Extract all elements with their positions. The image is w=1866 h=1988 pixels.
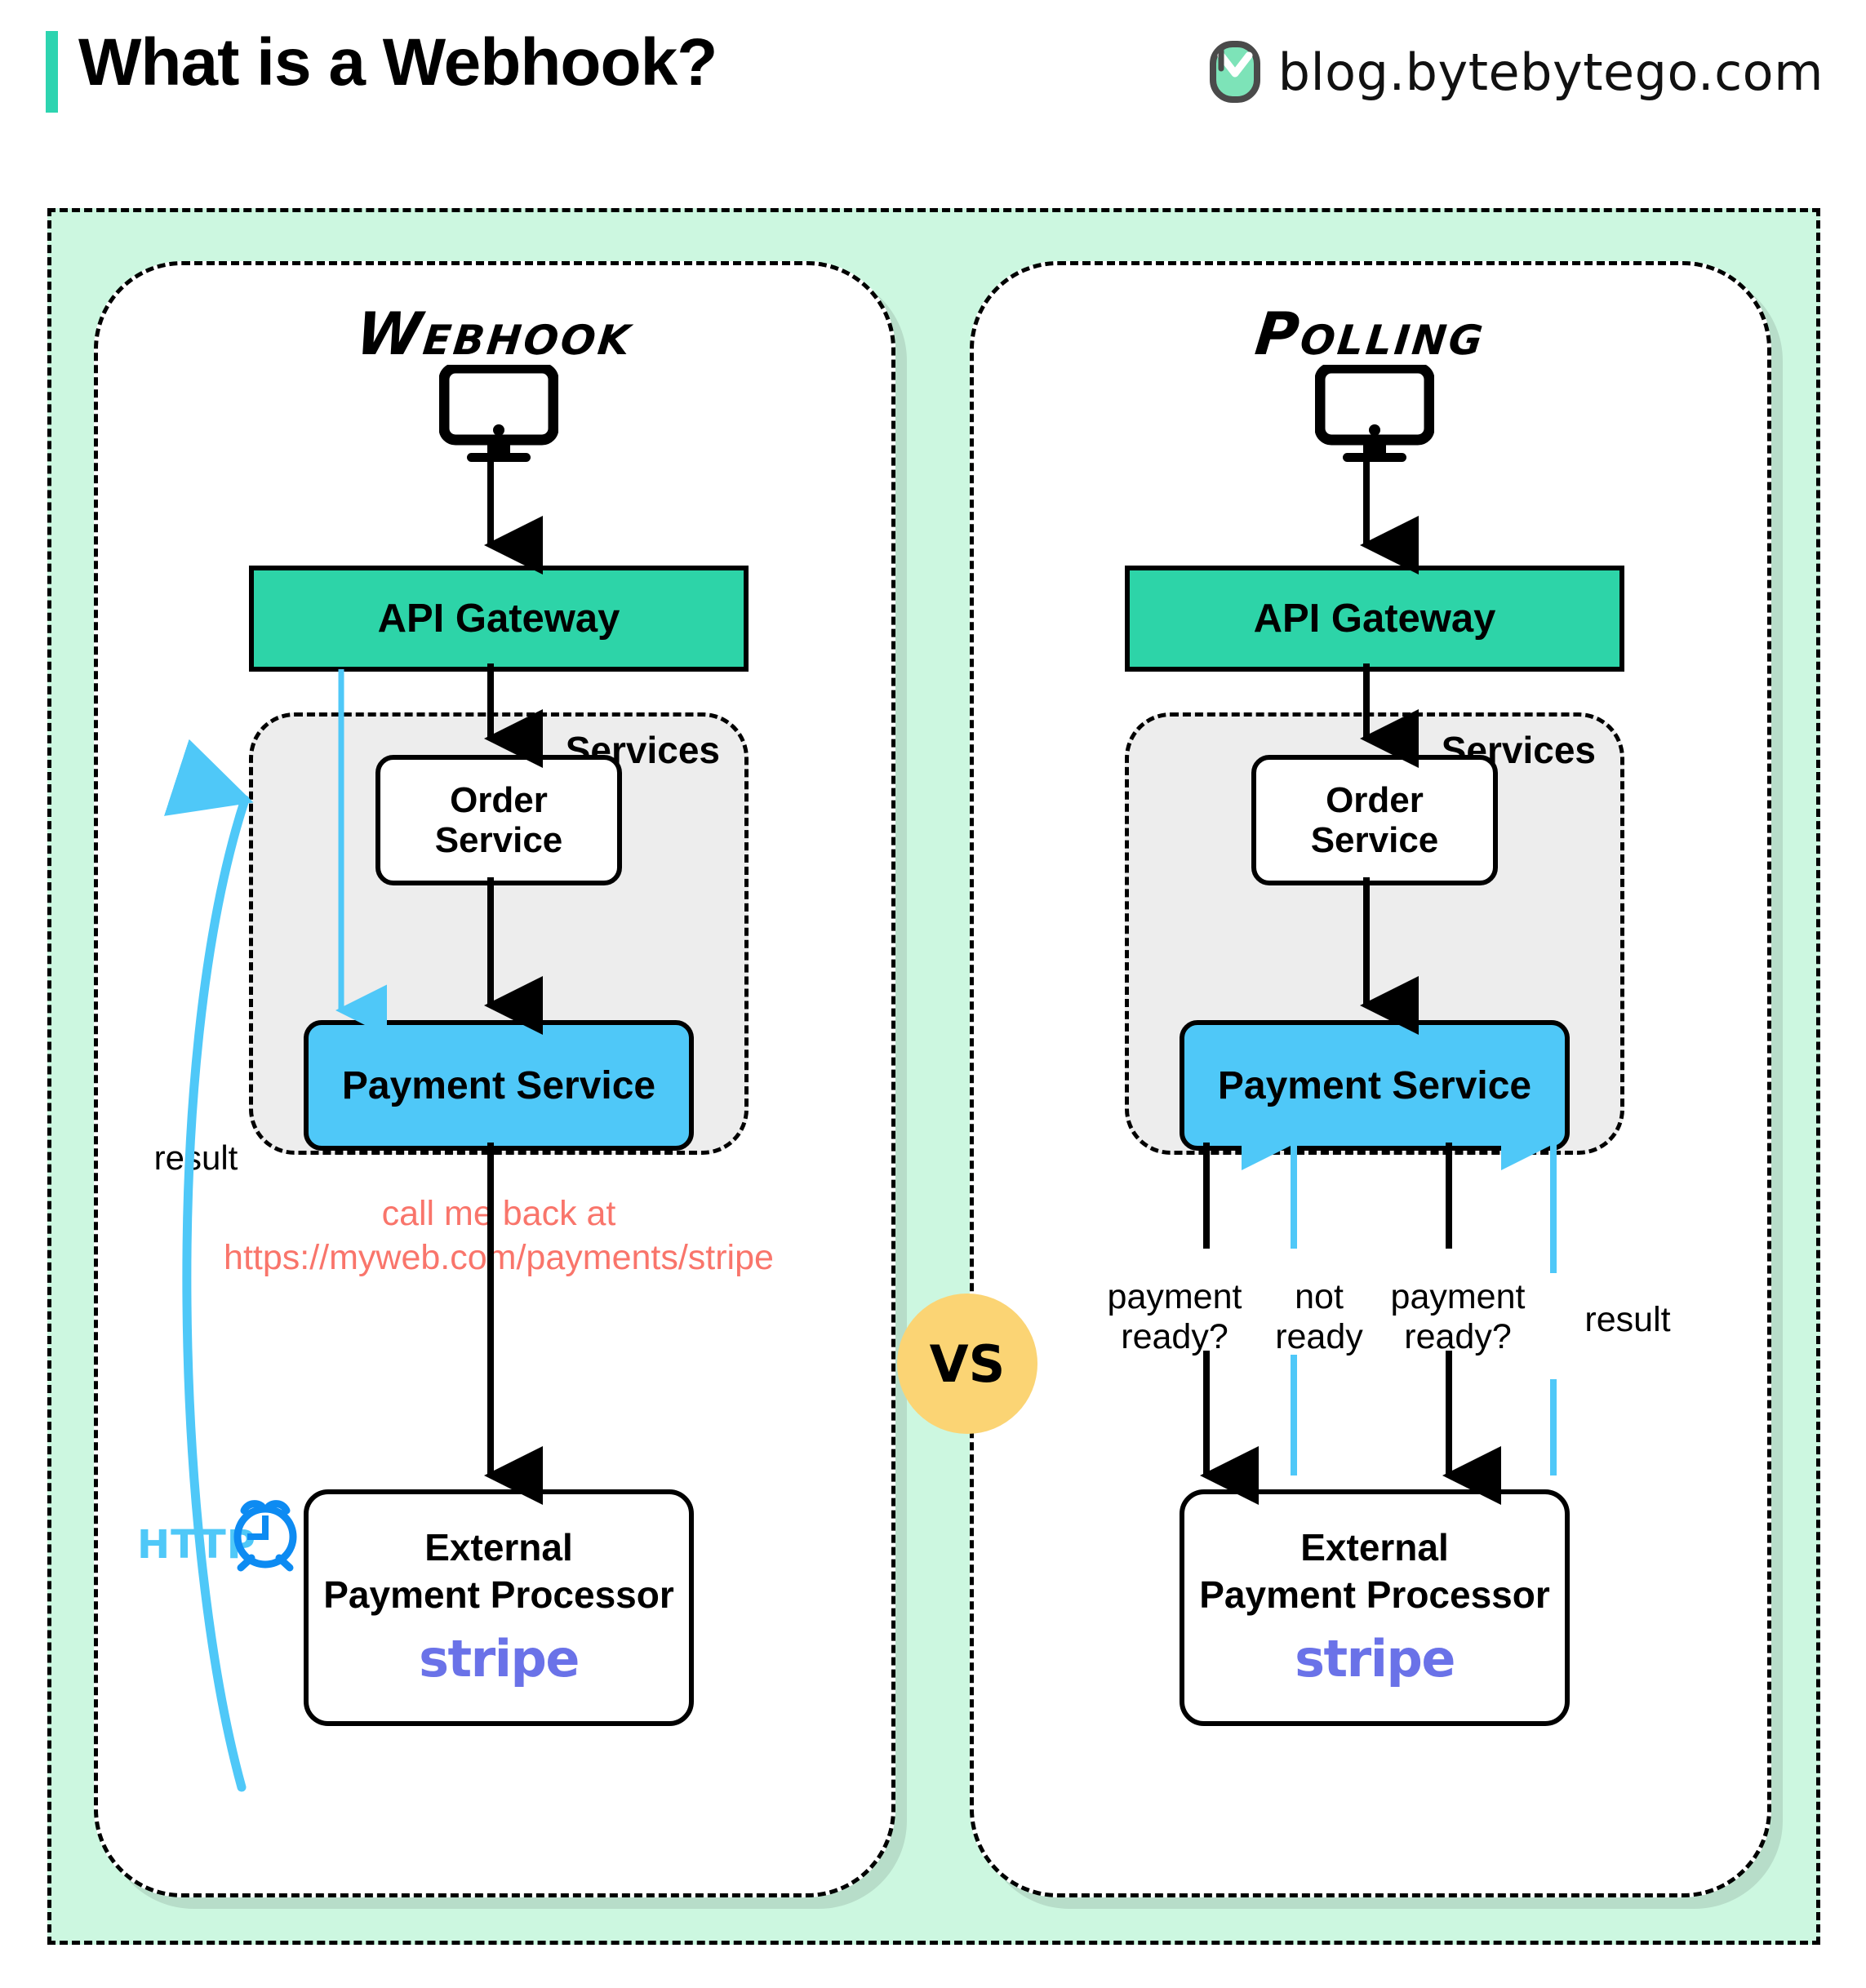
webhook-callback-note-line2: https://myweb.com/payments/stripe: [224, 1237, 774, 1277]
stripe-logo: stripe: [1295, 1629, 1455, 1689]
poll-label-2: payment ready?: [1368, 1277, 1548, 1358]
vs-badge: VS: [897, 1294, 1037, 1434]
webhook-external-payment-processor: External Payment Processor stripe: [304, 1489, 694, 1726]
page-title: What is a Webhook?: [78, 25, 718, 100]
stripe-logo: stripe: [419, 1629, 580, 1689]
poll-label-2-line2: ready?: [1404, 1317, 1512, 1357]
poll-label-1-line2: ready: [1275, 1317, 1363, 1357]
polling-processor-line1: External: [1300, 1525, 1449, 1569]
polling-processor-line2: Payment Processor: [1199, 1573, 1550, 1616]
poll-label-3-line1: result: [1584, 1300, 1671, 1339]
vs-badge-label: VS: [929, 1333, 1006, 1394]
page-header: What is a Webhook? blog.bytebytego.com: [0, 0, 1866, 139]
webhook-order-service-line2: Service: [434, 820, 563, 860]
brand-url-text: blog.bytebytego.com: [1277, 42, 1824, 102]
webhook-order-service-line1: Order: [450, 779, 548, 820]
polling-order-service: Order Service: [1251, 755, 1498, 885]
webhook-payment-service: Payment Service: [304, 1020, 694, 1151]
polling-order-service-line1: Order: [1326, 779, 1424, 820]
alarm-clock-icon: [224, 1489, 306, 1579]
poll-label-1-line1: not: [1295, 1277, 1344, 1316]
polling-external-payment-processor: External Payment Processor stripe: [1180, 1489, 1570, 1726]
polling-api-gateway: API Gateway: [1125, 566, 1624, 672]
panel-polling-title: Polling: [1251, 300, 1490, 368]
webhook-processor-line2: Payment Processor: [323, 1573, 674, 1616]
comparison-frame: Webhook API Gateway Services Order Servi…: [47, 208, 1820, 1945]
brand-block: blog.bytebytego.com: [1209, 31, 1824, 113]
webhook-processor-line1: External: [424, 1525, 573, 1569]
panel-polling: Polling API Gateway Services Order Servi…: [970, 261, 1771, 1897]
webhook-result-label: result: [153, 1138, 238, 1177]
monitor-icon: [438, 362, 559, 463]
poll-label-0: payment ready?: [1085, 1277, 1264, 1358]
panel-webhook-title: Webhook: [353, 300, 637, 368]
title-accent-bar: [46, 31, 58, 113]
webhook-api-gateway: API Gateway: [249, 566, 749, 672]
polling-payment-service: Payment Service: [1180, 1020, 1570, 1151]
webhook-callback-note-line1: call me back at: [381, 1194, 616, 1233]
poll-label-2-line1: payment: [1390, 1277, 1526, 1316]
monitor-icon: [1314, 362, 1435, 463]
poll-label-0-line1: payment: [1107, 1277, 1242, 1316]
bytebytego-logo-icon: [1209, 41, 1260, 103]
poll-label-0-line2: ready?: [1121, 1317, 1228, 1357]
webhook-order-service: Order Service: [375, 755, 622, 885]
poll-label-1: not ready: [1258, 1277, 1380, 1358]
panel-webhook: Webhook API Gateway Services Order Servi…: [94, 261, 895, 1897]
polling-order-service-line2: Service: [1310, 820, 1439, 860]
webhook-callback-note: call me back at https://myweb.com/paymen…: [98, 1192, 900, 1280]
poll-label-3: result: [1550, 1300, 1705, 1340]
